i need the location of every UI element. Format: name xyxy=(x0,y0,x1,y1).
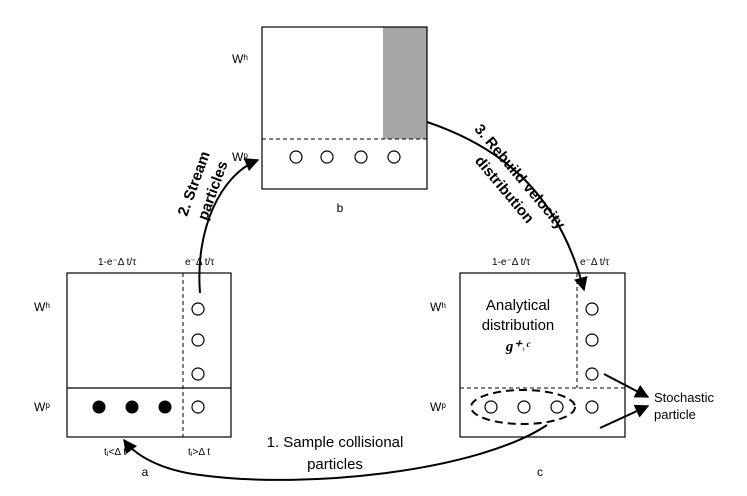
panel-b-particle xyxy=(289,150,303,164)
panel-c-row-h-label: Wʰ xyxy=(430,300,446,314)
panel-c-distribution-symbol: g⁺˒ᶜ xyxy=(505,339,531,355)
panel-c-particle xyxy=(585,333,599,347)
panel-a-collisional-particle xyxy=(158,400,172,414)
panel-c-sampled-group-ellipse xyxy=(470,389,576,425)
panel-a-box xyxy=(66,272,232,438)
panel-c-sampled-particle xyxy=(550,400,564,414)
panel-c-box xyxy=(459,272,626,438)
panel-a-bottom-right-label: tⱼ>Δ t xyxy=(188,447,210,458)
panel-b: Wʰ Wᵖ b xyxy=(232,26,428,215)
panel-a-particle xyxy=(191,400,205,414)
panel-c-particle xyxy=(585,367,599,381)
panel-a-top-left-label: 1-e⁻Δ t/τ xyxy=(98,257,136,268)
panel-a-row-p-label: Wᵖ xyxy=(34,400,50,414)
panel-a-particle xyxy=(191,333,205,347)
panel-b-box xyxy=(261,26,428,190)
panel-c-row-p-label: Wᵖ xyxy=(430,400,446,414)
stochastic-arrow-lower xyxy=(599,404,650,429)
panel-c-top-right-label: e⁻Δ t/τ xyxy=(580,257,609,268)
stochastic-label-line1: Stochastic xyxy=(654,390,714,405)
step3-label: 3. Rebuild velocity distribution xyxy=(471,121,569,233)
panel-b-particle xyxy=(387,150,401,164)
panel-a-particle xyxy=(191,302,205,316)
panel-c-analytical-label: Analytical xyxy=(486,297,550,314)
panel-b-particle xyxy=(320,150,334,164)
sample-arrow xyxy=(123,424,548,481)
stream-arrow xyxy=(198,158,260,294)
rebuild-arrow xyxy=(426,121,588,292)
panel-c-sampled-particle xyxy=(484,400,498,414)
panel-b-caption: b xyxy=(337,201,344,215)
panel-a-row-h-label: Wʰ xyxy=(34,300,50,314)
panel-a-bottom-left-label: tⱼ<Δ t xyxy=(104,447,126,458)
panel-a-collisional-particle xyxy=(125,400,139,414)
panel-b-particle xyxy=(354,150,368,164)
panel-c: 1-e⁻Δ t/τ e⁻Δ t/τ Wʰ Wᵖ Analytical distr… xyxy=(430,257,626,479)
panel-a-particle xyxy=(191,367,205,381)
panel-a-caption: a xyxy=(142,465,149,479)
step1-label-line2: particles xyxy=(307,456,363,473)
panel-a: 1-e⁻Δ t/τ e⁻Δ t/τ Wʰ Wᵖ tⱼ<Δ t tⱼ>Δ t a xyxy=(34,257,232,479)
panel-c-caption: c xyxy=(537,465,543,479)
panel-c-sampled-particle xyxy=(517,400,531,414)
stochastic-arrow-upper xyxy=(603,373,650,398)
panel-c-top-left-label: 1-e⁻Δ t/τ xyxy=(492,257,530,268)
panel-b-shaded-region xyxy=(383,27,427,139)
step1-label-line1: 1. Sample collisional xyxy=(267,434,404,451)
panel-c-particle xyxy=(585,302,599,316)
panel-b-row-h-label: Wʰ xyxy=(232,52,248,66)
panel-b-row-p-label: Wᵖ xyxy=(232,150,248,164)
panel-a-collisional-particle xyxy=(92,400,106,414)
stochastic-label-line2: particle xyxy=(654,407,696,422)
panel-c-distribution-label: distribution xyxy=(482,317,555,334)
panel-c-particle xyxy=(585,400,599,414)
